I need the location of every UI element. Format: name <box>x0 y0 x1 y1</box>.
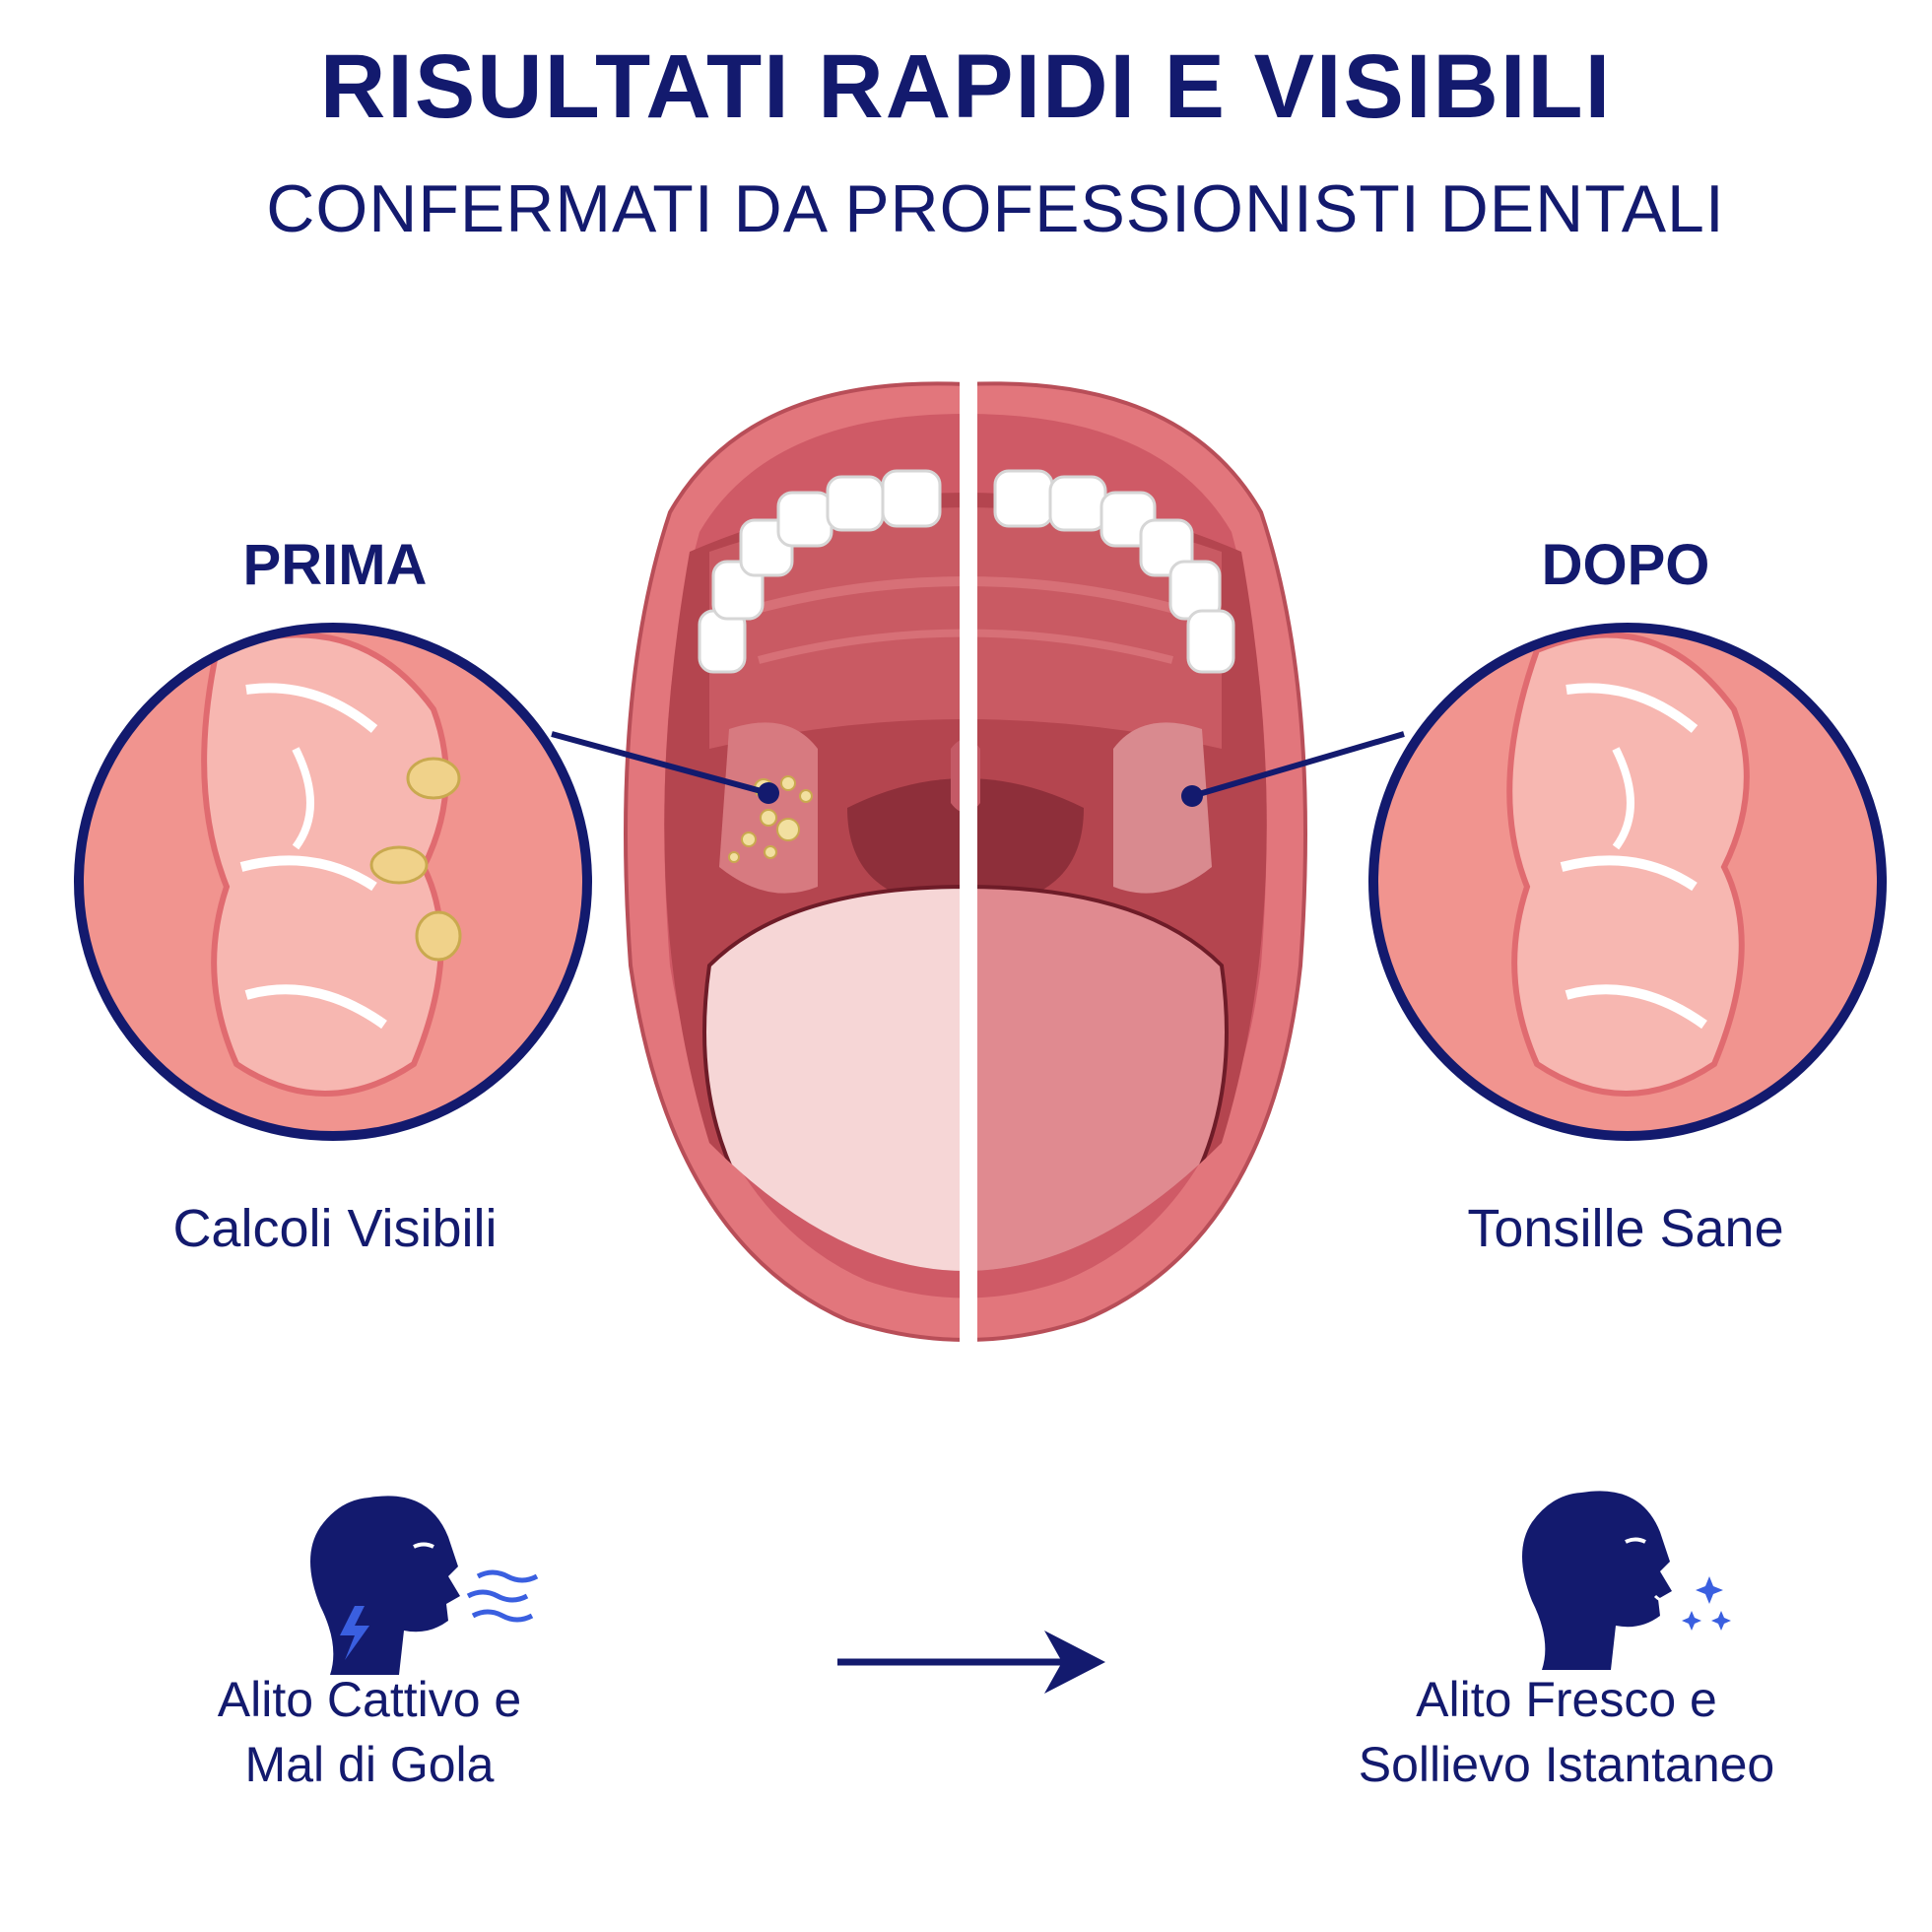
before-tonsil-zoom <box>74 623 592 1141</box>
before-breath-text: Alito Cattivo e Mal di Gola <box>94 1667 645 1797</box>
after-tonsil-zoom <box>1368 623 1887 1141</box>
bad-breath-head-icon <box>310 1496 539 1675</box>
after-label: DOPO <box>1541 533 1710 597</box>
connector-right <box>1191 731 1405 799</box>
page-subtitle: CONFERMATI DA PROFESSIONISTI DENTALI <box>266 171 1725 246</box>
calculi <box>369 757 462 962</box>
connector-left <box>551 731 769 796</box>
center-divider <box>960 365 977 1458</box>
before-breath-line1: Alito Cattivo e <box>217 1672 522 1727</box>
before-breath-line2: Mal di Gola <box>244 1737 495 1792</box>
after-caption: Tonsille Sane <box>1467 1199 1784 1258</box>
fresh-breath-head-icon <box>1522 1491 1731 1670</box>
before-label: PRIMA <box>242 533 428 597</box>
after-breath-line2: Sollievo Istantaneo <box>1358 1737 1775 1792</box>
page-title: RISULTATI RAPIDI E VISIBILI <box>319 36 1613 137</box>
upper-teeth <box>698 469 1235 674</box>
before-caption: Calcoli Visibili <box>172 1199 498 1258</box>
arrow-right-icon <box>837 1631 1105 1694</box>
after-breath-text: Alito Fresco e Sollievo Istantaneo <box>1291 1667 1842 1797</box>
after-breath-line1: Alito Fresco e <box>1416 1672 1717 1727</box>
